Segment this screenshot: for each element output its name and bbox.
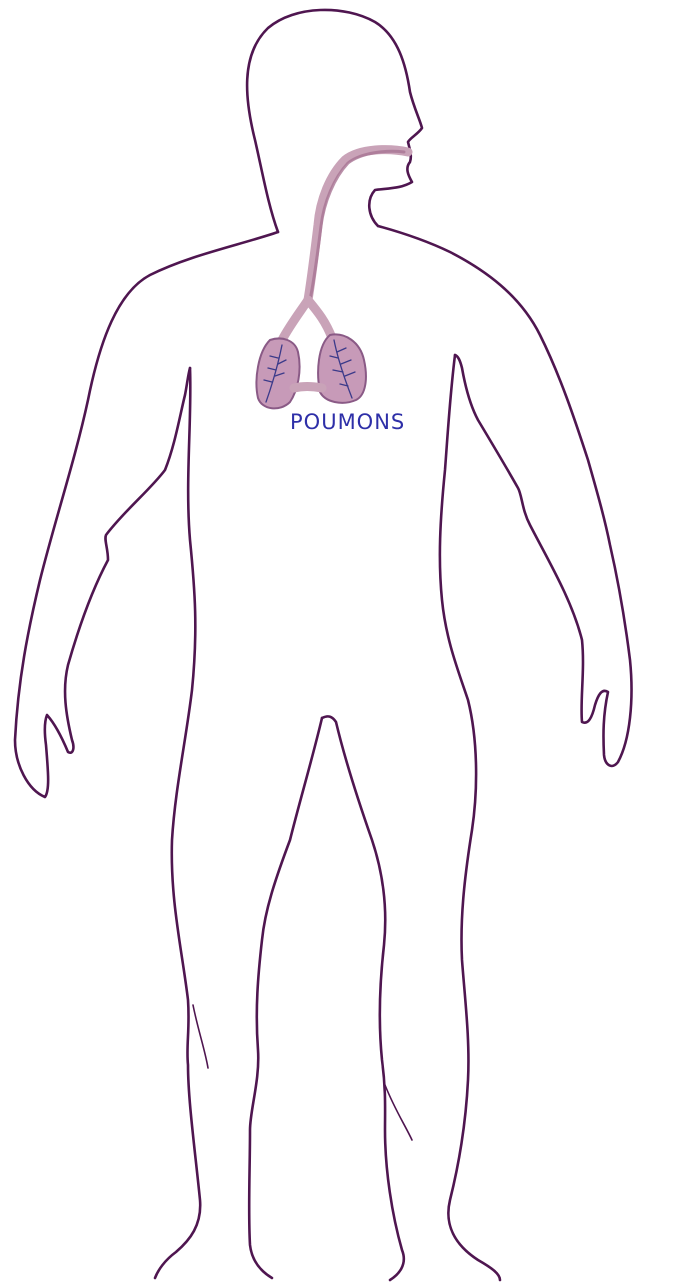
- head-outline: [247, 10, 422, 232]
- trachea-core: [310, 151, 404, 300]
- right-bronchus: [308, 300, 332, 338]
- left-calf-line: [193, 1005, 208, 1068]
- left-arm-outline: [15, 232, 278, 797]
- lung-connector: [294, 387, 322, 389]
- left-leg-outline: [155, 368, 200, 1278]
- trachea: [308, 150, 408, 300]
- lungs-label: POUMONS: [290, 410, 405, 434]
- left-bronchus: [282, 300, 308, 340]
- left-inner-leg-outline: [249, 718, 322, 1278]
- left-lung: [257, 339, 300, 409]
- right-arm-outline: [378, 226, 632, 766]
- right-knee-line: [385, 1085, 412, 1140]
- right-inner-leg-outline: [322, 716, 404, 1280]
- right-leg-outline: [440, 355, 500, 1280]
